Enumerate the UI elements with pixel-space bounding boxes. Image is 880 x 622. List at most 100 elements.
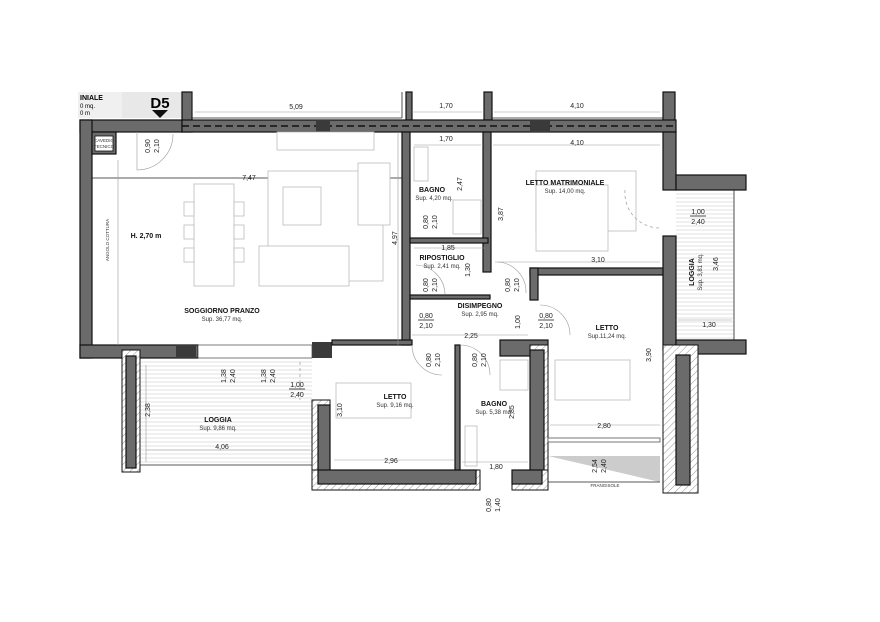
furniture — [92, 131, 735, 483]
dim: 2,38 — [145, 403, 152, 417]
room-bagno1-label: BAGNO — [419, 187, 446, 194]
room-loggia1-label: LOGGIA — [204, 417, 232, 424]
svg-text:2,54: 2,54 — [592, 459, 599, 473]
svg-text:2,10: 2,10 — [154, 139, 161, 153]
svg-text:2,10: 2,10 — [539, 323, 553, 330]
svg-text:1,00: 1,00 — [290, 382, 304, 389]
svg-text:2,40: 2,40 — [270, 369, 277, 383]
svg-text:2,40: 2,40 — [230, 369, 237, 383]
svg-text:0,80: 0,80 — [539, 313, 553, 320]
room-bagno2-sup: Sup. 5,38 mq. — [475, 410, 513, 416]
dim: 7,47 — [242, 175, 256, 182]
dim: 2,80 — [597, 423, 611, 430]
window-c: 1,00 2,40 — [289, 382, 305, 399]
loggia-floor — [140, 360, 312, 465]
room-matrimoniale-sup: Sup. 14,00 mq. — [545, 189, 586, 195]
dim-top-170: 1,70 — [439, 103, 453, 110]
dim: 1,80 — [489, 464, 503, 471]
loggia-small-floor — [676, 192, 734, 340]
dim: 3,87 — [498, 207, 505, 221]
dim: 2,85 — [509, 405, 516, 419]
room-letto2-sup: Sup.11,24 mq. — [588, 334, 627, 340]
adjacent-room-label: INIALE — [80, 95, 103, 102]
kitchen-corner-label: ANGOLO COTTURA — [105, 219, 110, 261]
dim-top-410: 4,10 — [570, 103, 584, 110]
svg-text:2,10: 2,10 — [435, 353, 442, 367]
room-letto3-sup: Sup. 9,16 mq. — [376, 403, 414, 409]
svg-text:2,10: 2,10 — [432, 215, 439, 229]
opening-letto2: 0,80 2,10 — [538, 313, 554, 330]
room-disimpegno-label: DISIMPEGNO — [458, 303, 503, 310]
dimension-labels: 1,70 4,10 7,47 4,97 2,47 1,85 1,30 3,87 … — [145, 136, 720, 471]
svg-text:0,80: 0,80 — [426, 353, 433, 367]
dim: 3,10 — [337, 403, 344, 417]
room-soggiorno-label: SOGGIORNO PRANZO — [184, 308, 260, 315]
svg-text:0,80: 0,80 — [472, 353, 479, 367]
room-loggia1-sup: Sup. 9,86 mq. — [199, 426, 237, 432]
dim: 1,70 — [439, 136, 453, 143]
adjacent-unit-header: INIALE 0 mq. 0 m D5 — [78, 92, 182, 118]
dim: 1,30 — [702, 322, 716, 329]
room-bagno2-label: BAGNO — [481, 401, 508, 408]
dim: 3,90 — [646, 348, 653, 362]
svg-text:2,40: 2,40 — [601, 459, 608, 473]
dim: 1,00 — [515, 315, 522, 329]
frangisole-shade — [548, 456, 660, 482]
dim: 3,46 — [713, 257, 720, 271]
unit-code: D5 — [150, 95, 169, 112]
room-letto2-label: LETTO — [596, 325, 619, 332]
dim: 4,97 — [392, 231, 399, 245]
window-loggia2: 1,00 2,40 — [690, 209, 706, 226]
dim-top-509: 5,09 — [289, 104, 303, 111]
door-swings — [136, 132, 661, 376]
svg-text:2,40: 2,40 — [290, 392, 304, 399]
room-matrimoniale-label: LETTO MATRIMONIALE — [526, 180, 605, 187]
dim: 4,06 — [215, 444, 229, 451]
dim: 1,30 — [465, 263, 472, 277]
dim: 2,96 — [384, 458, 398, 465]
opening-disimpegno: 0,802,10 — [418, 313, 434, 330]
room-loggia2-label: LOGGIA — [689, 258, 696, 286]
room-disimpegno-sup: Sup. 2,95 mq. — [461, 312, 499, 318]
dim: 2,47 — [457, 177, 464, 191]
svg-text:1,38: 1,38 — [261, 369, 268, 383]
svg-text:0,80: 0,80 — [505, 278, 512, 292]
svg-text:2,10: 2,10 — [419, 323, 433, 330]
ceiling-height: H. 2,70 m — [131, 233, 162, 240]
svg-text:0,80: 0,80 — [486, 498, 493, 512]
room-bagno1-sup: Sup. 4,20 mq. — [415, 196, 453, 202]
adjacent-room-height: 0 m — [80, 111, 90, 117]
room-soggiorno-sup: Sup. 36,77 mq. — [202, 317, 243, 323]
dim: 2,25 — [464, 333, 478, 340]
adjacent-room-sup: 0 mq. — [80, 104, 95, 110]
room-ripostiglio-sup: Sup. 2,41 mq. — [423, 264, 461, 270]
dim: 1,85 — [441, 245, 455, 252]
dim: 3,10 — [591, 257, 605, 264]
room-labels: SOGGIORNO PRANZO Sup. 36,77 mq. H. 2,70 … — [94, 138, 704, 488]
svg-text:1,00: 1,00 — [691, 209, 705, 216]
svg-text:1,38: 1,38 — [221, 369, 228, 383]
svg-text:1,40: 1,40 — [495, 498, 502, 512]
svg-text:2,40: 2,40 — [691, 219, 705, 226]
svg-text:2,10: 2,10 — [481, 353, 488, 367]
room-loggia2-sup: Sup. 3,81 mq. — [698, 253, 704, 291]
svg-text:0,80: 0,80 — [423, 215, 430, 229]
frangisole-label: FRANGISOLE — [590, 483, 619, 488]
room-letto3-label: LETTO — [384, 394, 407, 401]
svg-text:2,10: 2,10 — [514, 278, 521, 292]
svg-text:0,80: 0,80 — [423, 278, 430, 292]
cavedio-label: CAVEDIO — [94, 138, 114, 143]
svg-text:2,10: 2,10 — [432, 278, 439, 292]
